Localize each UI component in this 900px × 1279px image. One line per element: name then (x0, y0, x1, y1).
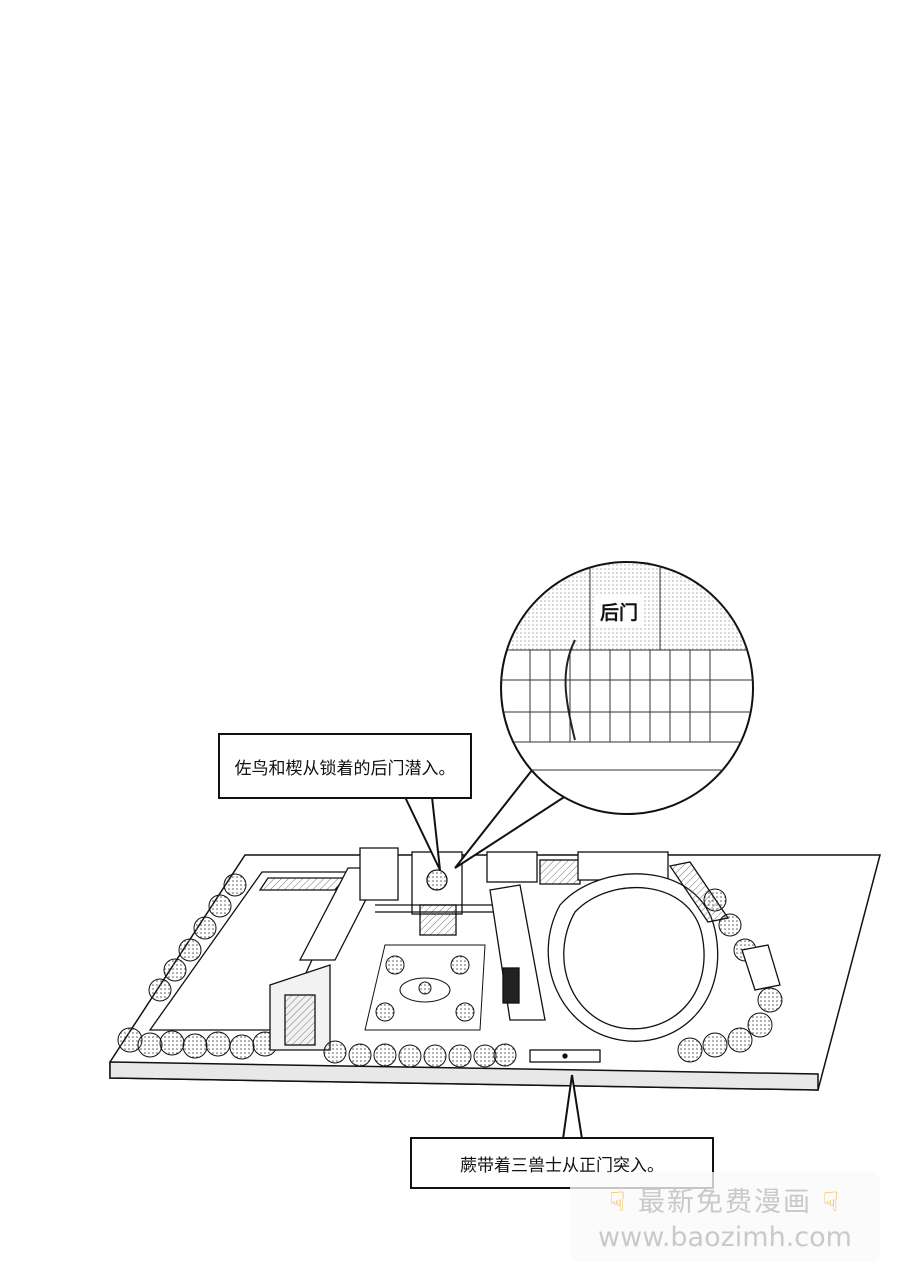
front-gate (529, 1049, 601, 1063)
running-track (547, 873, 719, 1042)
watermark[interactable]: ☟ 最新免费漫画 ☟ www.baozimh.com (570, 1172, 880, 1262)
watermark-line1: 最新免费漫画 (638, 1187, 812, 1218)
northeast-buildings (668, 861, 781, 991)
watermark-line2[interactable]: www.baozimh.com (598, 1222, 852, 1253)
inset-label: 后门 (594, 596, 645, 627)
courtyard-garden (364, 944, 486, 1031)
pointing-down-hand-icon: ☟ (608, 1187, 628, 1218)
pointing-down-hand-icon: ☟ (822, 1187, 842, 1218)
caption-back-gate: 佐鸟和楔从锁着的后门潜入。 (218, 733, 472, 799)
caption-pointers (404, 796, 583, 1140)
main-school-building (269, 847, 399, 1051)
caption-front-gate: 蕨带着三兽士从正门突入。 (410, 1137, 714, 1189)
